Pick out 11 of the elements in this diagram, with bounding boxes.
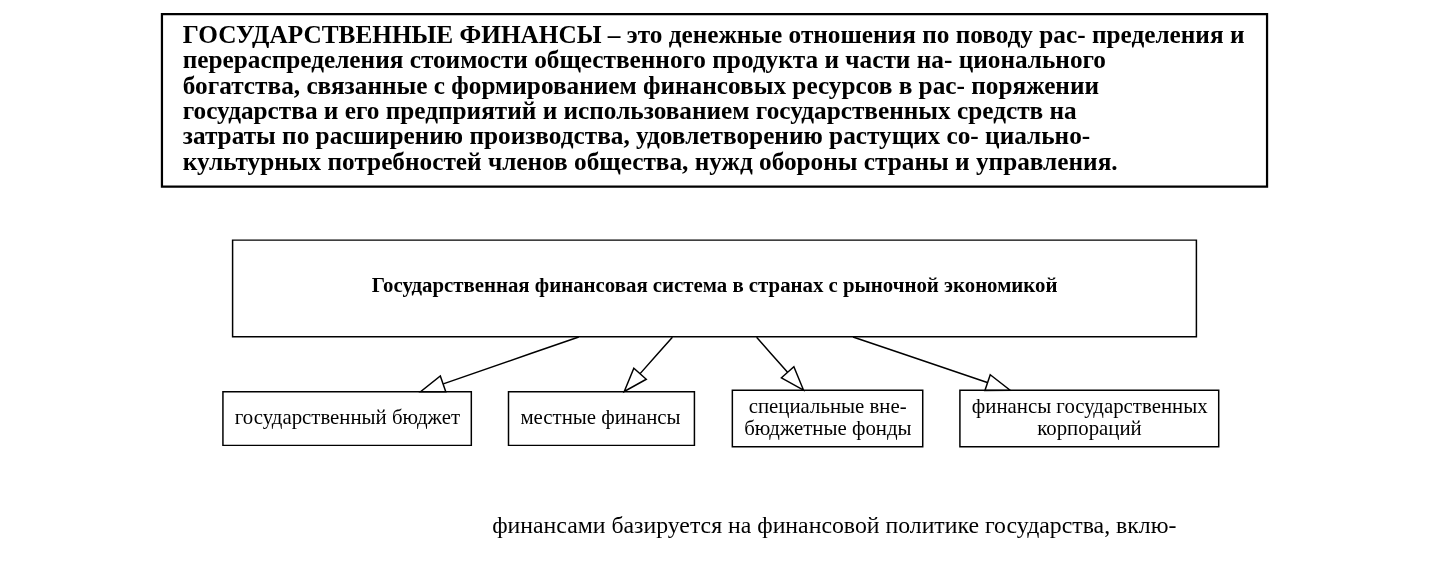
- arrow: [622, 336, 674, 394]
- node-box: Государственная финансовая система в странах с рыночной экономикой: [231, 239, 1198, 338]
- label: финансами базируется на финансовой политике государства, вклю-: [492, 511, 1177, 538]
- node-box: местные финансы: [507, 391, 696, 447]
- node-box: государственный бюджет: [222, 391, 473, 447]
- node-box: ГОСУДАРСТВЕННЫЕ ФИНАНСЫ – это денежные отношения по поводу рас- пределения и перераспределения стоимости общественного продукта и части на- ционального богатства, связанные с формированием финансовых ресурсов в рас- поряжении государства и его предприятий и использованием государственных средств на затраты по расширению производства, удовлетворению растущих со- циально-культурных потребностей членов общества, нужд обороны страны и управления.: [160, 12, 1269, 188]
- arrow: [418, 336, 580, 393]
- arrow: [852, 336, 1013, 392]
- arrow: [755, 336, 805, 392]
- node-box: специальные вне- бюджетные фонды: [731, 389, 924, 448]
- node-box: финансы государственных корпораций: [959, 389, 1220, 448]
